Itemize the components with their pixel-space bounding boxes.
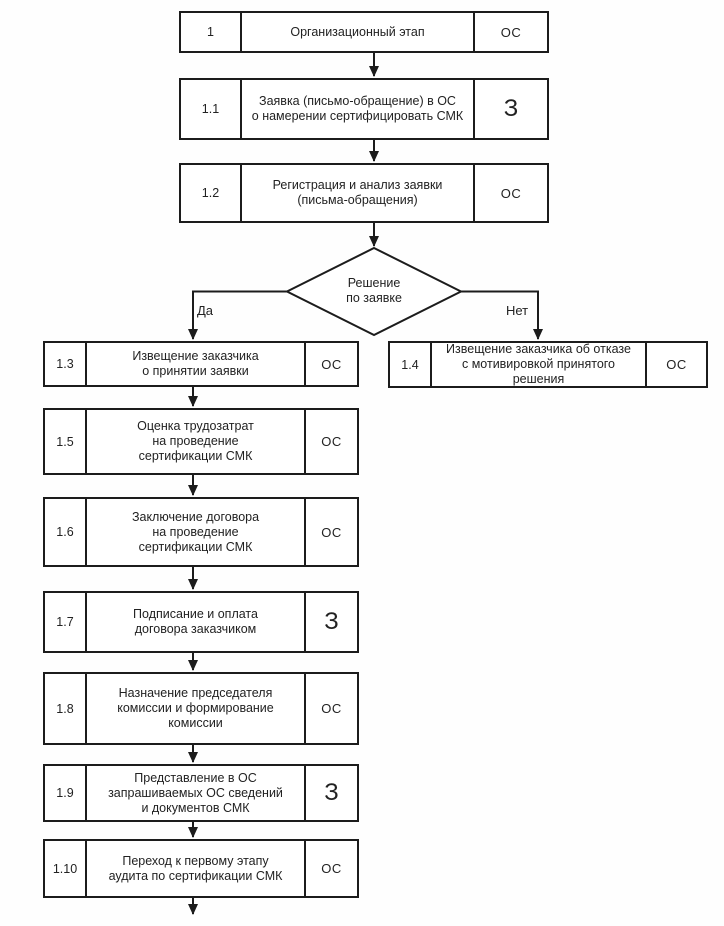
step-text: Организационный этап bbox=[290, 24, 425, 39]
step-executor: ОС bbox=[304, 343, 357, 385]
step-box-1-9: 1.9 Представление в ОС запрашиваемых ОС … bbox=[43, 764, 359, 822]
step-executor: З bbox=[304, 766, 357, 820]
step-number: 1.6 bbox=[45, 499, 87, 565]
step-number: 1.7 bbox=[45, 593, 87, 651]
branch-label-yes: Да bbox=[197, 303, 214, 318]
step-number: 1.8 bbox=[45, 674, 87, 743]
step-box-1-5: 1.5 Оценка трудозатрат на проведение сер… bbox=[43, 408, 359, 475]
step-text: Извещение заказчика о принятии заявки bbox=[132, 349, 259, 378]
step-number: 1 bbox=[181, 13, 242, 51]
step-box-1-10: 1.10 Переход к первому этапу аудита по с… bbox=[43, 839, 359, 898]
step-number: 1.1 bbox=[181, 80, 242, 138]
step-text: Заключение договора на проведение сертиф… bbox=[131, 509, 260, 554]
step-number: 1.2 bbox=[181, 165, 242, 221]
step-number: 1.10 bbox=[45, 841, 87, 896]
connector-decision-yes bbox=[188, 290, 287, 340]
step-box-1-6: 1.6 Заключение договора на проведение се… bbox=[43, 497, 359, 567]
step-text: Подписание и оплата договора заказчиком bbox=[133, 607, 258, 636]
step-executor: ОС bbox=[645, 343, 706, 386]
step-box-1-4: 1.4 Извещение заказчика об отказе с моти… bbox=[388, 341, 708, 388]
step-text: Заявка (письмо-обращение) в ОС о намерен… bbox=[251, 94, 464, 123]
step-text: Регистрация и анализ заявки (письма-обра… bbox=[272, 178, 443, 207]
branch-label-no: Нет bbox=[506, 303, 529, 318]
step-executor: ОС bbox=[473, 165, 547, 221]
step-executor: ОС bbox=[304, 841, 357, 896]
step-box-1: 1 Организационный этап ОС bbox=[179, 11, 549, 53]
step-text: Извещение заказчика об отказе с мотивиро… bbox=[446, 342, 631, 386]
step-box-1-1: 1.1 Заявка (письмо-обращение) в ОС о нам… bbox=[179, 78, 549, 140]
step-executor: ОС bbox=[304, 499, 357, 565]
step-executor: ОС bbox=[473, 13, 547, 51]
step-text: Переход к первому этапу аудита по сертиф… bbox=[108, 853, 283, 883]
step-box-1-7: 1.7 Подписание и оплата договора заказчи… bbox=[43, 591, 359, 653]
step-number: 1.9 bbox=[45, 766, 87, 820]
decision-label: Решение по заявке bbox=[346, 276, 402, 305]
step-number: 1.4 bbox=[390, 343, 432, 386]
step-number: 1.5 bbox=[45, 410, 87, 473]
step-number: 1.3 bbox=[45, 343, 87, 385]
step-executor: ОС bbox=[304, 410, 357, 473]
step-box-1-3: 1.3 Извещение заказчика о принятии заявк… bbox=[43, 341, 359, 387]
connector-decision-no bbox=[461, 290, 543, 340]
step-executor: З bbox=[304, 593, 357, 651]
step-executor: З bbox=[473, 80, 547, 138]
step-box-1-8: 1.8 Назначение председателя комиссии и ф… bbox=[43, 672, 359, 745]
step-text: Представление в ОС запрашиваемых ОС свед… bbox=[108, 770, 283, 815]
step-box-1-2: 1.2 Регистрация и анализ заявки (письма-… bbox=[179, 163, 549, 223]
step-text: Оценка трудозатрат на проведение сертифи… bbox=[137, 419, 254, 463]
step-executor: ОС bbox=[304, 674, 357, 743]
step-text: Назначение председателя комиссии и форми… bbox=[117, 686, 274, 730]
decision-diamond bbox=[284, 246, 464, 337]
